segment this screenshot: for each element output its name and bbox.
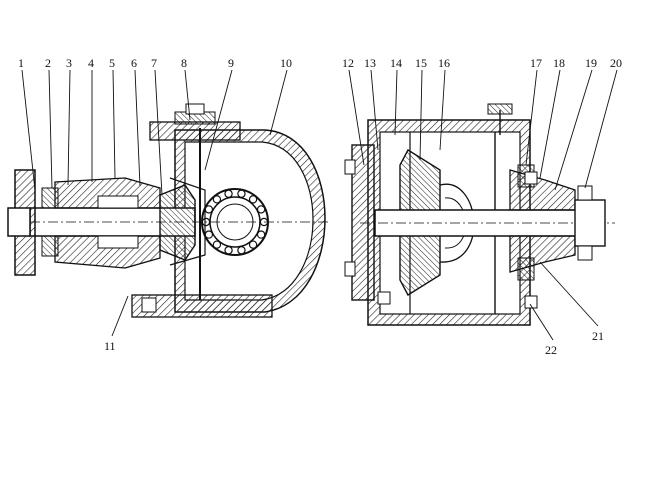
part-label-8: 8 xyxy=(181,56,187,70)
part-label-6: 6 xyxy=(131,56,137,70)
part-label-2: 2 xyxy=(45,56,51,70)
bearing-ball xyxy=(248,195,258,204)
left-view xyxy=(7,103,330,318)
part-label-4: 4 xyxy=(88,56,94,70)
right-view xyxy=(344,103,615,326)
part-label-19: 19 xyxy=(585,56,597,70)
leader-lines xyxy=(21,69,618,341)
bearing-ball xyxy=(237,189,246,198)
part-label-14: 14 xyxy=(390,56,402,70)
part-label-7: 7 xyxy=(151,56,157,70)
part-label-20: 20 xyxy=(610,56,622,70)
left-top-cover xyxy=(149,121,241,141)
bearing-ball xyxy=(256,205,266,214)
bearing-ball xyxy=(204,205,214,214)
bearing-ball xyxy=(204,230,214,239)
part-label-9: 9 xyxy=(228,56,234,70)
bearing-ball xyxy=(237,246,246,255)
part-label-17: 17 xyxy=(530,56,542,70)
right-end-cover xyxy=(351,144,375,301)
part-label-13: 13 xyxy=(364,56,376,70)
left-bevel-gear xyxy=(159,184,196,261)
part-label-3: 3 xyxy=(66,56,72,70)
part-label-16: 16 xyxy=(438,56,450,70)
part-label-18: 18 xyxy=(553,56,565,70)
part-label-10: 10 xyxy=(280,56,292,70)
part-label-11: 11 xyxy=(104,339,116,353)
part-label-21: 21 xyxy=(592,329,604,343)
bearing-ball xyxy=(212,195,222,204)
part-label-1: 1 xyxy=(18,56,24,70)
bearing-ball xyxy=(212,240,222,249)
bearing-ball xyxy=(224,189,233,198)
left-bottom-flange xyxy=(131,294,273,318)
part-label-22: 22 xyxy=(545,343,557,357)
part-label-15: 15 xyxy=(415,56,427,70)
bearing-ball xyxy=(248,240,258,249)
bearing-ball xyxy=(256,230,266,239)
part-labels: 1 2 3 4 5 6 7 8 9 10 11 12 13 14 15 16 1… xyxy=(18,56,622,357)
bearing-ball xyxy=(224,246,233,255)
part-label-12: 12 xyxy=(342,56,354,70)
part-label-5: 5 xyxy=(109,56,115,70)
left-bearing-balls xyxy=(201,189,269,255)
